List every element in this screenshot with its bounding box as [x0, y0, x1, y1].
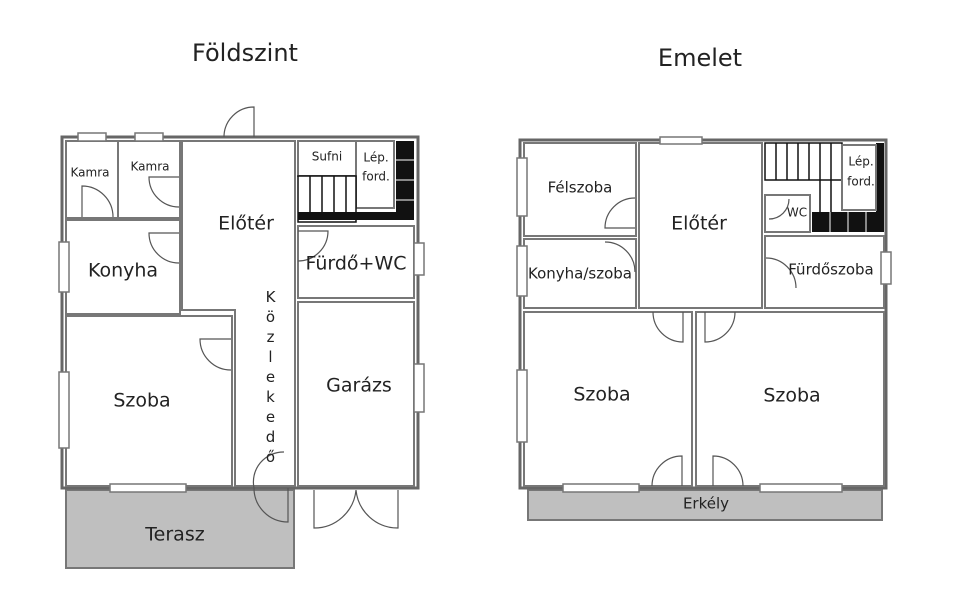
label-eloter: Előtér	[218, 213, 274, 235]
room-sufni	[297, 140, 357, 177]
label-garazs: Garázs	[326, 375, 392, 397]
room-szoba-1	[523, 311, 693, 487]
room-eloter	[638, 142, 763, 309]
door-swing	[652, 311, 684, 343]
door-swing	[768, 198, 790, 220]
label-szoba: Szoba	[113, 390, 170, 412]
door-swing	[604, 241, 636, 273]
ground-floor-plan: Földszint	[58, 39, 425, 569]
window	[516, 369, 528, 443]
label-kamra-1: Kamra	[71, 166, 110, 180]
label-lep-ford-line2: ford.	[847, 175, 875, 189]
window	[109, 483, 187, 493]
door-swing	[704, 311, 736, 343]
room-szoba-2	[695, 311, 885, 487]
door-swing	[765, 257, 797, 289]
door-swing	[604, 197, 636, 229]
label-kozlekedo: Közlekedő	[262, 288, 280, 468]
window	[516, 157, 528, 217]
label-terasz: Terasz	[144, 524, 204, 546]
window	[58, 371, 70, 449]
window	[880, 251, 892, 285]
label-szoba-2: Szoba	[763, 385, 820, 407]
label-wc: WC	[787, 206, 807, 220]
label-felszoba: Félszoba	[548, 179, 613, 197]
window	[759, 483, 843, 493]
label-furdoszoba: Fürdőszoba	[788, 261, 874, 279]
upper-floor-plan: Emelet	[516, 44, 892, 521]
door-swing	[651, 455, 683, 487]
garage-door-swing	[313, 489, 399, 529]
door-swing	[252, 451, 289, 523]
label-kamra-2: Kamra	[131, 160, 170, 174]
room-garazs	[297, 301, 415, 487]
door-swing	[223, 106, 255, 138]
door-swing	[148, 232, 180, 264]
label-szoba-1: Szoba	[573, 384, 630, 406]
terrace-area	[65, 489, 295, 569]
room-kamra-1	[65, 140, 119, 219]
door-swing	[148, 176, 180, 208]
room-wc	[764, 194, 811, 233]
window	[77, 132, 107, 142]
ground-floor-title: Földszint	[192, 39, 298, 67]
room-felszoba	[523, 142, 637, 237]
window	[516, 245, 528, 297]
room-konyha-szoba	[523, 238, 637, 309]
room-konyha	[65, 219, 181, 315]
door-swing	[297, 230, 329, 262]
door-swing	[81, 185, 114, 218]
room-landing	[355, 140, 395, 209]
upper-floor-title: Emelet	[658, 44, 742, 72]
label-eloter: Előtér	[671, 213, 727, 235]
window	[134, 132, 164, 142]
door-swing	[199, 338, 232, 371]
window	[413, 363, 425, 413]
room-eloter-corridor	[181, 140, 296, 487]
window	[562, 483, 640, 493]
room-landing	[841, 144, 877, 211]
window	[659, 136, 703, 145]
label-lep-ford-line1: Lép.	[363, 151, 388, 165]
label-sufni: Sufni	[312, 150, 342, 164]
window	[58, 241, 70, 293]
label-erkely: Erkély	[683, 495, 729, 513]
balcony-area	[527, 489, 883, 521]
label-konyha: Konyha	[88, 260, 158, 282]
label-lep-ford-line2: ford.	[362, 170, 390, 184]
window	[413, 242, 425, 276]
label-konyha-szoba: Konyha/szoba	[528, 265, 632, 283]
staircase	[764, 142, 884, 232]
label-furdo-wc: Fürdő+WC	[305, 253, 406, 275]
staircase	[297, 141, 414, 223]
door-swing	[712, 455, 744, 487]
label-lep-ford-line1: Lép.	[848, 155, 873, 169]
